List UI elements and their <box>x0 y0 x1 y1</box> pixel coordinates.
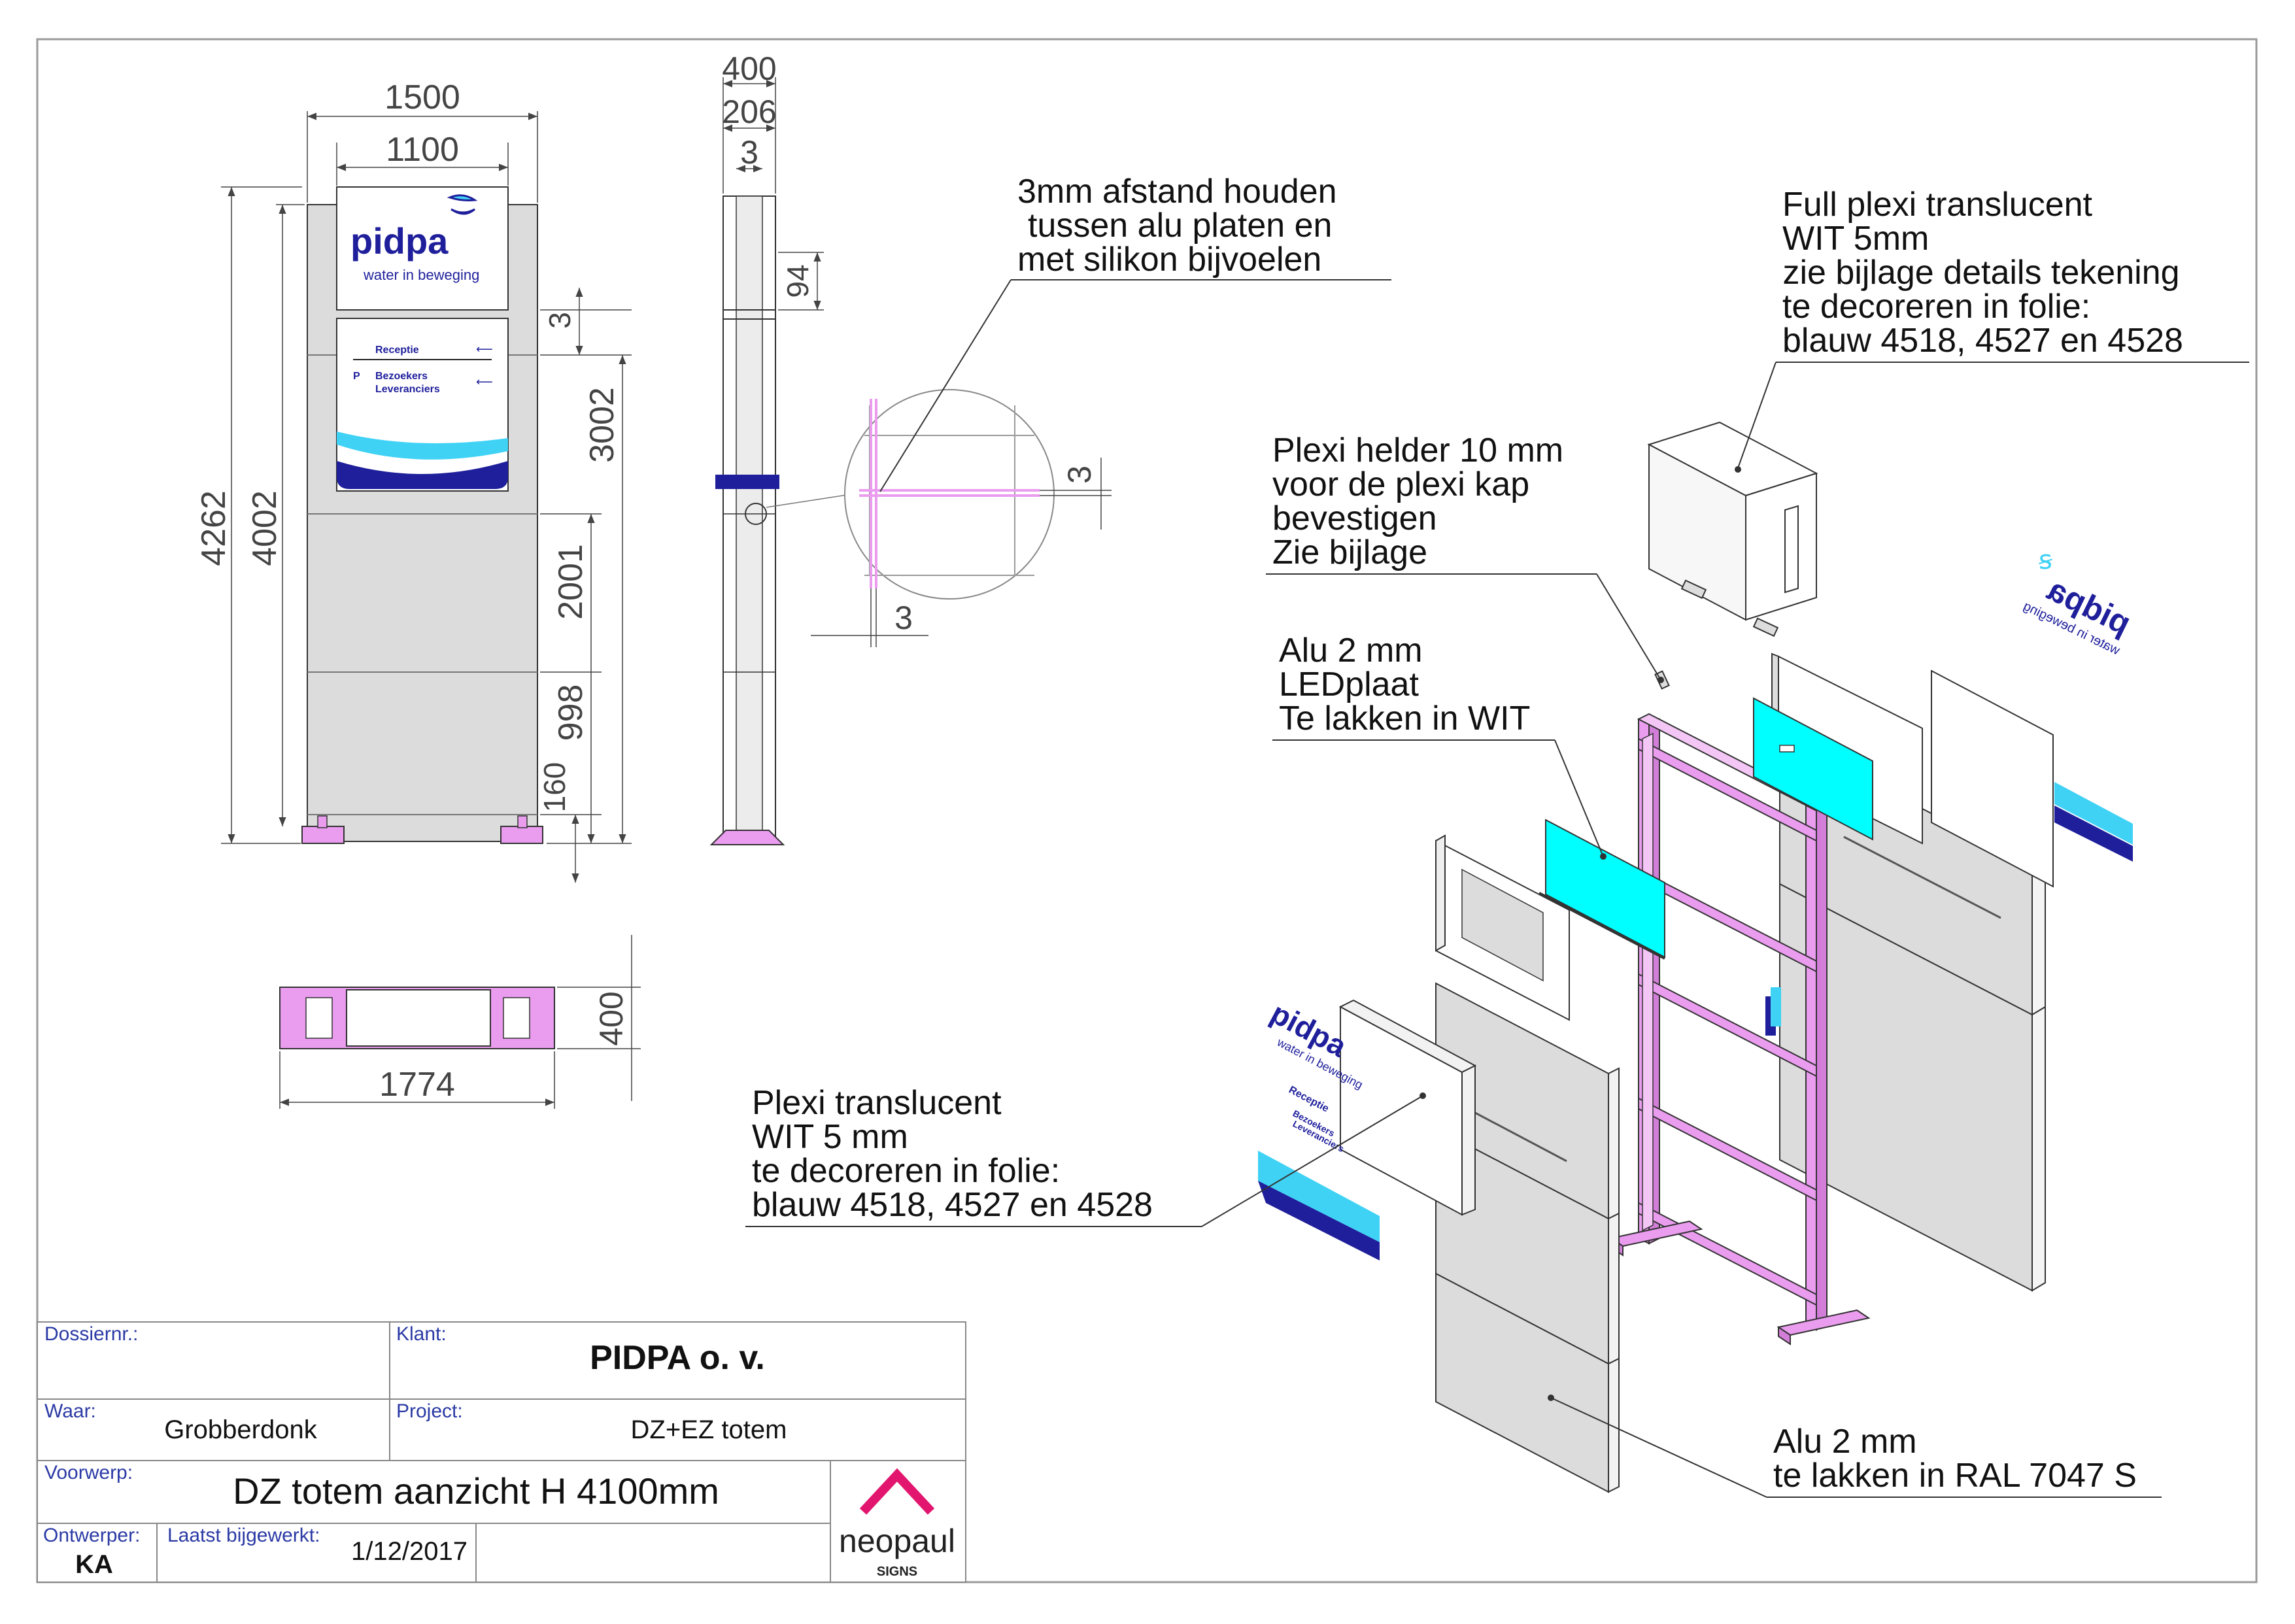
ontwerper-label: Ontwerper: <box>43 1525 140 1546</box>
note-alu-spacing-3: met silikon bijvoelen <box>1017 241 1321 279</box>
note-full-plexi-1: Full plexi translucent <box>1782 186 2093 224</box>
note-plexi-clear-4: Zie bijlage <box>1272 533 1427 571</box>
detail-dim-3-vertical: 3 <box>1061 465 1098 484</box>
bijgewerkt-value: 1/12/2017 <box>351 1537 468 1566</box>
top-view: 400 1774 <box>279 935 641 1109</box>
note-led-plate-3: Te lakken in WIT <box>1279 700 1530 737</box>
waar-label: Waar: <box>44 1400 96 1422</box>
dim-160: 160 <box>537 762 571 813</box>
sign-leveranciers: Leveranciers <box>375 384 440 395</box>
sheet-border <box>36 38 2258 1583</box>
detail-circle <box>745 503 767 525</box>
note-alu-spacing-1: 3mm afstand houden <box>1017 173 1337 211</box>
sign-receptie: Receptie <box>375 345 419 356</box>
logo-wave-icon <box>447 194 478 215</box>
parking-letter: P <box>353 371 360 382</box>
dim-998: 998 <box>552 685 590 741</box>
note-plexi-translucent-4: blauw 4518, 4527 en 4528 <box>752 1186 1153 1224</box>
foot-left <box>301 826 345 844</box>
arrow-left-icon: ⟵ <box>476 343 493 356</box>
dossier-label: Dossiernr.: <box>44 1323 138 1345</box>
wave-decoration-dark <box>337 461 508 489</box>
note-full-plexi-2: WIT 5mm <box>1782 220 1929 258</box>
dim-1100: 1100 <box>386 131 459 169</box>
led-plate-back <box>1753 697 1873 841</box>
voorwerp-label: Voorwerp: <box>44 1462 133 1483</box>
exploded-receptie: Receptie <box>1287 1085 1331 1115</box>
neopaul-logo-icon <box>859 1468 935 1515</box>
side-blue-strip <box>715 475 779 489</box>
note-full-plexi-4: te decoreren in folie: <box>1782 288 2090 326</box>
logo-tagline: water in beweging <box>363 267 479 283</box>
waar-value: Grobberdonk <box>164 1415 317 1444</box>
dim-gap-3: 3 <box>543 312 577 329</box>
notes: 3mm afstand houden tussen alu platen en … <box>745 173 2249 1498</box>
arrow-left-icon: ⟵ <box>476 375 493 388</box>
logo-panel <box>336 186 509 311</box>
dim-4002: 4002 <box>246 490 284 566</box>
dim-4262: 4262 <box>195 490 233 566</box>
detail-dim-3-horizontal: 3 <box>894 600 913 636</box>
sign-bezoekers: Bezoekers <box>375 371 428 382</box>
note-plexi-translucent-3: te decoreren in folie: <box>752 1152 1060 1190</box>
dim-3002: 3002 <box>583 387 621 463</box>
side-foot <box>709 830 785 845</box>
note-alu-spacing-2: tussen alu platen en <box>1028 207 1332 245</box>
note-plexi-clear-3: bevestigen <box>1272 499 1437 537</box>
project-value: DZ+EZ totem <box>631 1415 787 1444</box>
detail-view: 3 3 <box>766 389 1112 647</box>
note-plexi-translucent-1: Plexi translucent <box>752 1084 1002 1122</box>
project-label: Project: <box>396 1400 463 1422</box>
dim-2001: 2001 <box>552 544 590 620</box>
side-view: 400 206 3 94 <box>709 50 824 845</box>
dim-400-top: 400 <box>593 991 630 1045</box>
note-plexi-translucent-2: WIT 5 mm <box>752 1118 908 1156</box>
note-full-plexi-5: blauw 4518, 4527 en 4528 <box>1782 322 2183 360</box>
company-sub: SIGNS <box>877 1565 917 1579</box>
company-name: neopaul <box>839 1523 955 1559</box>
bijgewerkt-label: Laatst bijgewerkt: <box>167 1525 320 1546</box>
wave-decoration <box>337 431 508 460</box>
dim-206: 206 <box>722 93 776 130</box>
dim-94: 94 <box>781 264 815 297</box>
dim-400: 400 <box>722 50 776 87</box>
dim-3-side: 3 <box>740 134 758 171</box>
ontwerper-value: KA <box>75 1550 113 1579</box>
steel-frame <box>1609 713 1871 1345</box>
exploded-view: pidpa water in beweging ꞩ <box>1258 421 2137 1493</box>
title-block: Dossiernr.: Klant: PIDPA o. v. Waar: Gro… <box>37 1321 966 1583</box>
voorwerp-value: DZ totem aanzicht H 4100mm <box>233 1470 719 1512</box>
note-alu-ral-2: te lakken in RAL 7047 S <box>1773 1457 2137 1495</box>
dim-1774: 1774 <box>379 1066 455 1104</box>
direction-panel <box>336 318 509 492</box>
klant-label: Klant: <box>396 1323 447 1345</box>
mirrored-wave-icon: ꞩ <box>2039 546 2052 575</box>
note-full-plexi-3: zie bijlage details tekening <box>1773 254 2180 292</box>
klant-value: PIDPA o. v. <box>590 1339 765 1377</box>
note-led-plate-2: LEDplaat <box>1279 666 1419 703</box>
front-view: pidpa water in beweging Receptie ⟵ P Bez… <box>195 78 632 883</box>
logo-name: pidpa <box>350 220 449 262</box>
note-led-plate-1: Alu 2 mm <box>1279 632 1423 669</box>
note-plexi-clear-2: voor de plexi kap <box>1272 465 1529 503</box>
note-plexi-clear-1: Plexi helder 10 mm <box>1272 431 1563 469</box>
note-alu-ral-1: Alu 2 mm <box>1773 1423 1917 1461</box>
dim-1500: 1500 <box>384 78 460 116</box>
foot-right <box>500 826 543 844</box>
